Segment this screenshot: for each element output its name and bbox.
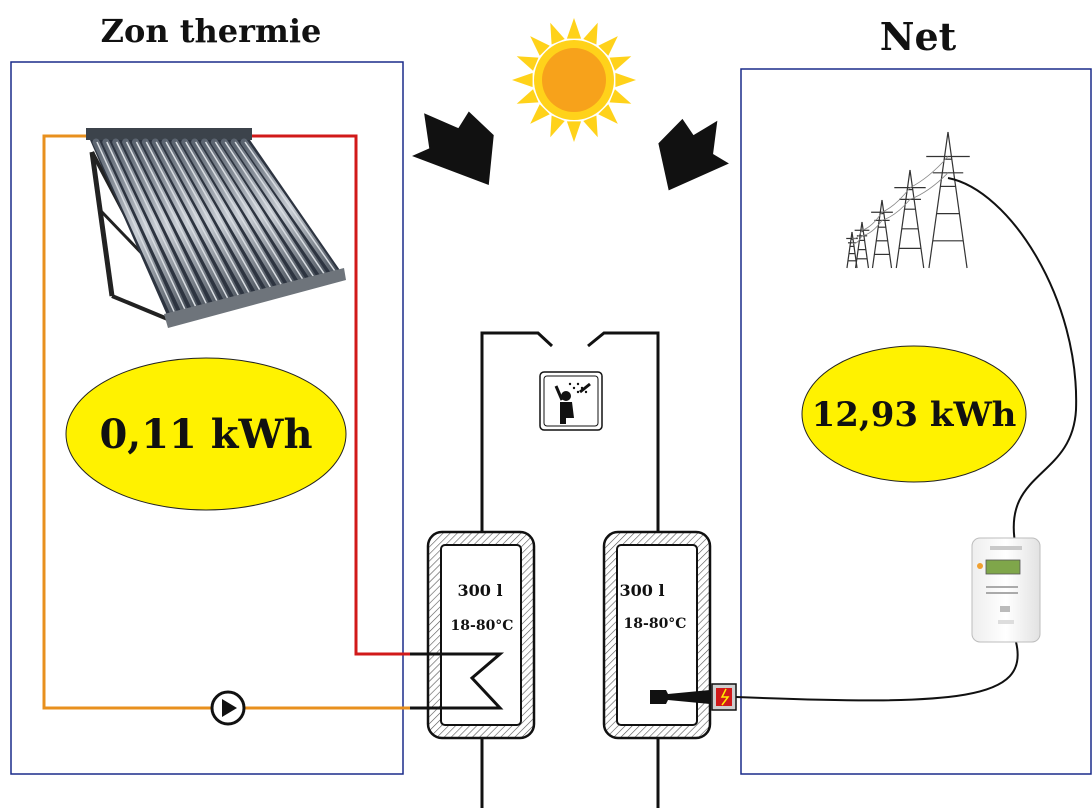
vacuum-tube-highlight [195, 141, 285, 290]
vacuum-tube-highlight [224, 141, 317, 281]
power-line-wire [909, 156, 949, 188]
sun-ray [566, 18, 582, 39]
vacuum-tube-highlight [155, 141, 242, 301]
electricity-meter-icon [971, 537, 1041, 643]
vacuum-tube [141, 138, 233, 307]
arrow-icon [412, 111, 494, 185]
vacuum-tube-highlight [145, 141, 231, 304]
vacuum-tube [230, 138, 329, 281]
vacuum-tube-highlight [175, 141, 263, 295]
sun-ray [615, 72, 636, 88]
power-pylon [894, 169, 926, 269]
vacuum-tube [122, 138, 212, 313]
vacuum-tube-highlight [185, 141, 274, 292]
pump-icon [210, 690, 246, 726]
vacuum-tube [240, 138, 340, 278]
sun-ray [550, 115, 565, 138]
sun-icon [512, 18, 636, 142]
grid-energy-ellipse [801, 345, 1027, 483]
sun-ray [530, 36, 550, 56]
storage-tank-1 [426, 530, 536, 740]
tank-1-volume: 300 l [457, 581, 502, 600]
sun-ray [609, 56, 632, 71]
vacuum-tube [131, 138, 223, 310]
power-line-wire [851, 235, 863, 244]
power-line-wire [861, 220, 883, 237]
vacuum-tube [220, 138, 319, 284]
sun-ray [516, 56, 539, 71]
vacuum-tube-highlight [135, 141, 221, 307]
grid-title: Net [880, 14, 957, 59]
vacuum-tube [112, 138, 201, 316]
sun-core [542, 48, 606, 112]
vacuum-tube-highlight [125, 141, 210, 310]
vacuum-tube-highlight [204, 141, 295, 287]
vacuum-tube [151, 138, 244, 304]
sun-ray [598, 36, 618, 56]
grid-panel-frame [740, 68, 1092, 775]
sun-ray [550, 22, 565, 45]
sun-ray [516, 89, 539, 104]
meter-to-element-cable [735, 641, 1019, 702]
vacuum-tube-highlight [106, 141, 189, 316]
hot-water-lines [480, 331, 660, 532]
power-line-wire [881, 199, 911, 221]
storage-tank-2 [602, 530, 712, 740]
vacuum-tube-highlight [214, 141, 306, 284]
power-line-wire [909, 172, 949, 200]
vacuum-tube-highlight [165, 141, 253, 298]
tank-1-temperature: 18-80°C [451, 618, 514, 634]
power-pylon-icon [846, 131, 970, 269]
shower-icon [539, 371, 603, 431]
vacuum-tube [161, 138, 255, 301]
sun-ray [583, 22, 598, 45]
solar-thermal-title: Zon thermie [101, 12, 322, 50]
grid-cable [947, 177, 1078, 549]
power-line-wire [861, 212, 883, 231]
sun-ray [583, 115, 598, 138]
cold-return-pipe [42, 134, 474, 710]
vacuum-tube [171, 138, 265, 299]
solar-thermal-panel-frame [10, 61, 404, 775]
power-line-wire [881, 187, 911, 213]
tank-2-volume: 300 l [619, 581, 664, 600]
sun-ray [530, 104, 550, 124]
vacuum-tube [201, 138, 297, 290]
vacuum-tube [102, 138, 191, 319]
power-pylon [854, 221, 870, 269]
vacuum-tube [181, 138, 276, 296]
vacuum-tube-highlight [116, 141, 200, 313]
power-pylon [871, 199, 893, 269]
vacuum-tube-highlight [244, 141, 338, 275]
vacuum-tube-highlight [96, 141, 178, 319]
tank-2-temperature: 18-80°C [624, 616, 687, 632]
sun-ray [598, 104, 618, 124]
arrow-icon [658, 118, 729, 191]
vacuum-tube [191, 138, 287, 293]
vacuum-tubes [92, 138, 340, 322]
sun-ray [512, 72, 533, 88]
solar-energy-ellipse [65, 357, 347, 511]
heat-exchanger-coil [410, 652, 505, 710]
solar-energy-value: 0,11 kWh [99, 411, 312, 458]
vacuum-tube [92, 138, 180, 322]
heating-element-icon [650, 683, 737, 711]
sun-ray [566, 121, 582, 142]
vacuum-tube-highlight [234, 141, 327, 278]
grid-energy-value: 12,93 kWh [812, 395, 1017, 435]
solar-collector-icon [86, 128, 346, 328]
sun-ray [609, 89, 632, 104]
vacuum-tube [210, 138, 308, 287]
power-pylon [926, 131, 970, 269]
power-line-wire [851, 230, 863, 240]
